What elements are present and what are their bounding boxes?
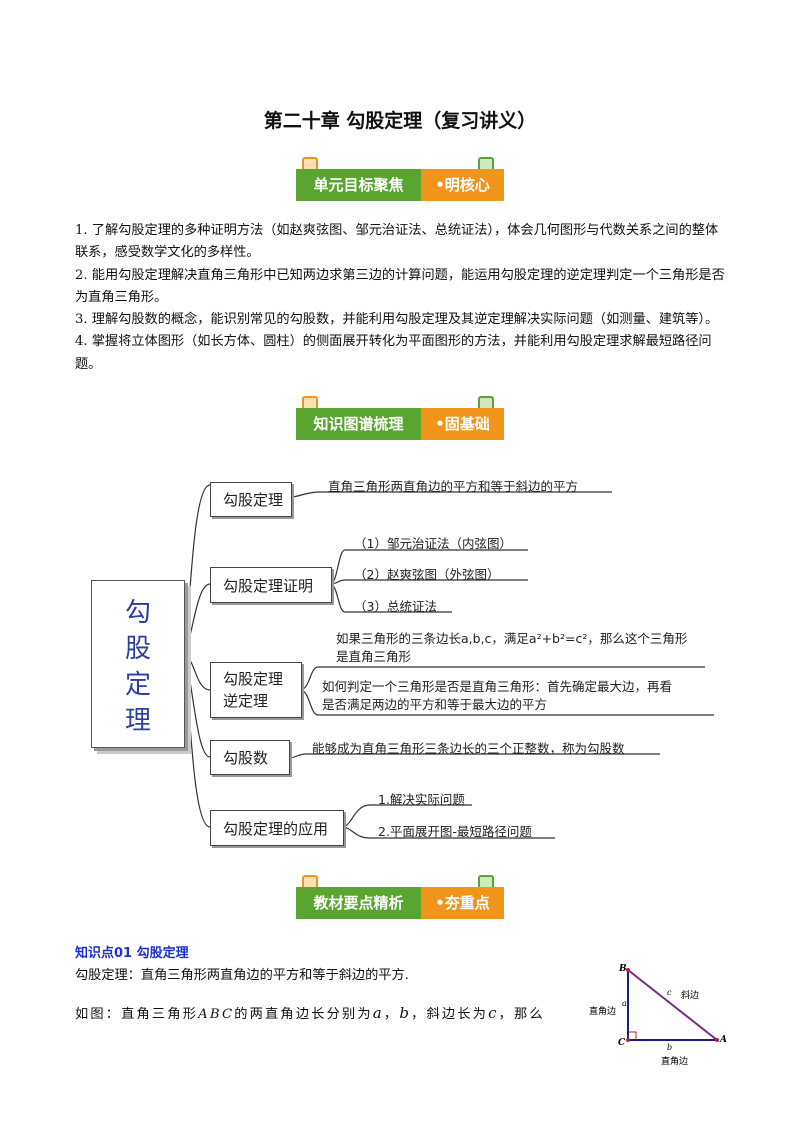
section-banner-goals: 单元目标聚焦 •明核心 (296, 157, 504, 201)
leaf-text: 如果三角形的三条边长a,b,c，满足a²+b²=c²，那么这个三角形 是直角三角… (336, 630, 687, 666)
branch-label-line: 逆定理 (223, 692, 269, 710)
banner-right-label: •固基础 (421, 408, 504, 440)
leaf-text: 2.平面展开图-最短路径问题 (378, 824, 532, 839)
leaf-text: （1）邹元治证法（内弦图） (354, 536, 512, 551)
root-char: 勾 (124, 598, 151, 628)
branch-label: 勾股定理证明 (223, 576, 314, 595)
text-span: 的两直角边长分别为 (234, 1007, 373, 1022)
banner-right-label: •明核心 (421, 169, 504, 201)
page-title: 第二十章 勾股定理（复习讲义） (263, 110, 537, 132)
leaf-text-line: 是直角三角形 (336, 649, 412, 664)
branch-label: 勾股定理的应用 (223, 819, 329, 838)
side-label-c: c (667, 988, 672, 997)
math-var: c (488, 1004, 499, 1022)
goal-item: 1. 了解勾股定理的多种证明方法（如赵爽弦图、邹元治证法、总统证法），体会几何图… (75, 223, 719, 261)
leg-label-bottom: 直角边 (661, 1055, 688, 1067)
branch-node-proof: 勾股定理证明 (210, 567, 332, 603)
knowledge-point-heading: 知识点01 勾股定理 (75, 946, 189, 961)
banner-left-label: 教材要点精析 (296, 887, 421, 919)
side-label-a: a (622, 999, 627, 1008)
leaf-text: 如何判定一个三角形是否是直角三角形：首先确定最大边，再看 是否满足两边的平方和等… (322, 678, 672, 714)
vertex-dot (626, 968, 630, 972)
root-char: 理 (124, 706, 151, 736)
leaf-text: 能够成为直角三角形三条边长的三个正整数，称为勾股数 (312, 741, 625, 756)
text-span: 如图：直角三角形 (75, 1007, 199, 1022)
branch-label: 勾股数 (223, 749, 269, 767)
side-label-b: b (667, 1043, 672, 1052)
vertex-dot (626, 1038, 630, 1042)
text-span: ，那么 (498, 1007, 545, 1022)
branch-label: 勾股定理 逆定理 (211, 668, 283, 712)
leaf-text: 直角三角形两直角边的平方和等于斜边的平方 (328, 479, 579, 494)
branch-label: 勾股定理 (223, 491, 284, 509)
goal-item: 2. 能用勾股定理解决直角三角形中已知两边求第三边的计算问题，能运用勾股定理的逆… (75, 267, 725, 305)
right-angle-mark (628, 1031, 637, 1040)
branch-node-theorem: 勾股定理 (210, 482, 292, 517)
leaf-text: （3）总统证法 (354, 599, 437, 614)
text-span: ，斜边长为 (411, 1007, 489, 1022)
math-var: a (372, 1004, 384, 1022)
banner-right-label: •夯重点 (421, 887, 504, 919)
branch-node-application: 勾股定理的应用 (210, 810, 344, 846)
math-var: b (399, 1004, 412, 1022)
goal-item: 3. 理解勾股数的概念，能识别常见的勾股数，并能利用勾股定理及其逆定理解决实际问… (75, 312, 719, 328)
vertex-label-C: C (618, 1038, 626, 1048)
knowledge-point-example: 如图：直角三角形ABC的两直角边长分别为a，b，斜边长为c，那么 (75, 1003, 545, 1022)
branch-node-pythagorean-triples: 勾股数 (210, 740, 290, 775)
unit-goals: 1. 了解勾股定理的多种证明方法（如赵爽弦图、邹元治证法、总统证法），体会几何图… (75, 220, 725, 376)
vertex-label-A: A (719, 1035, 727, 1045)
section-banner-knowledge-map: 知识图谱梳理 •固基础 (296, 396, 504, 440)
leaf-text-line: 如果三角形的三条边长a,b,c，满足a²+b²=c²，那么这个三角形 (336, 631, 688, 646)
goal-item: 4. 掌握将立体图形（如长方体、圆柱）的侧面展开转化为平面图形的方法，并能利用勾… (75, 334, 712, 372)
branch-label-line: 勾股定理 (223, 670, 284, 688)
leg-label-left: 直角边 (589, 1005, 616, 1017)
leaf-text-line: 是否满足两边的平方和等于最大边的平方 (322, 697, 548, 712)
leaf-text-line: 如何判定一个三角形是否是直角三角形：首先确定最大边，再看 (322, 679, 673, 694)
root-char: 定 (124, 670, 151, 700)
leaf-text: 1.解决实际问题 (378, 792, 465, 807)
root-char: 股 (124, 634, 151, 664)
leaf-text: （2）赵爽弦图（外弦图） (354, 567, 500, 582)
text-span: ， (383, 1007, 400, 1022)
vertex-dot (715, 1038, 719, 1042)
vertex-label-B: B (618, 964, 627, 974)
math-var: ABC (198, 1007, 235, 1022)
right-triangle-figure: B C A a b c 斜边 直角边 直角边 (589, 964, 727, 1067)
section-banner-key-points: 教材要点精析 •夯重点 (296, 875, 504, 919)
hypotenuse-label: 斜边 (681, 989, 699, 1001)
hypotenuse (627, 969, 718, 1041)
knowledge-point-statement: 勾股定理：直角三角形两直角边的平方和等于斜边的平方. (75, 968, 409, 983)
banner-left-label: 知识图谱梳理 (296, 408, 421, 440)
branch-node-converse: 勾股定理 逆定理 (210, 662, 302, 718)
mind-map-root: 勾 股 定 理 (91, 580, 185, 748)
banner-left-label: 单元目标聚焦 (296, 169, 421, 201)
